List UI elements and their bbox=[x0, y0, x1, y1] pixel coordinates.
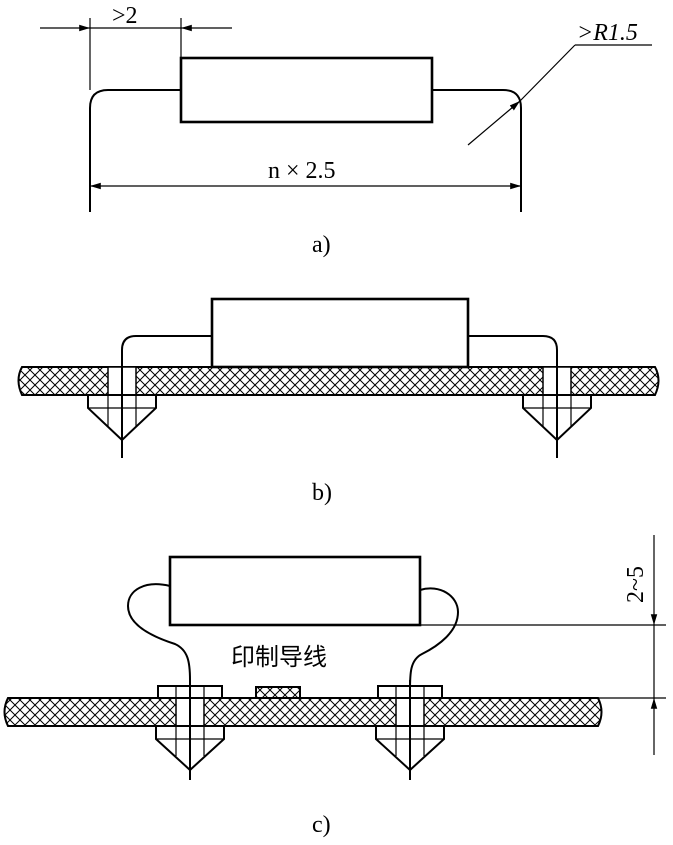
caption-a: a) bbox=[312, 232, 331, 258]
dim-radius-text: >R1.5 bbox=[577, 20, 638, 46]
figure-a: >2 >R1.5 n × 2.5 a) bbox=[40, 3, 652, 258]
pcb-board-c bbox=[3, 697, 603, 727]
caption-c: c) bbox=[312, 812, 331, 838]
printed-trace bbox=[255, 686, 301, 699]
dim-lead-text: >2 bbox=[112, 3, 138, 29]
component-body-a bbox=[179, 56, 434, 124]
radius-leader bbox=[467, 100, 521, 146]
lead-right-b bbox=[468, 335, 558, 458]
dim-span-text: n × 2.5 bbox=[268, 158, 336, 184]
lead-right-c bbox=[409, 587, 460, 765]
lead-left-c bbox=[126, 583, 191, 765]
component-body-c bbox=[168, 555, 422, 627]
lead-right-a bbox=[432, 89, 522, 212]
pcb-board-b bbox=[17, 366, 660, 396]
lead-left-b bbox=[121, 335, 212, 458]
trace-label: 印制导线 bbox=[231, 643, 327, 671]
caption-b: b) bbox=[312, 480, 332, 506]
component-body-b bbox=[210, 297, 470, 369]
dim-height-text: 2~5 bbox=[623, 566, 649, 603]
figure-b: b) bbox=[17, 297, 660, 506]
lead-left-a bbox=[89, 89, 181, 212]
figure-c: 印制导线 2~5 c) bbox=[3, 535, 666, 838]
